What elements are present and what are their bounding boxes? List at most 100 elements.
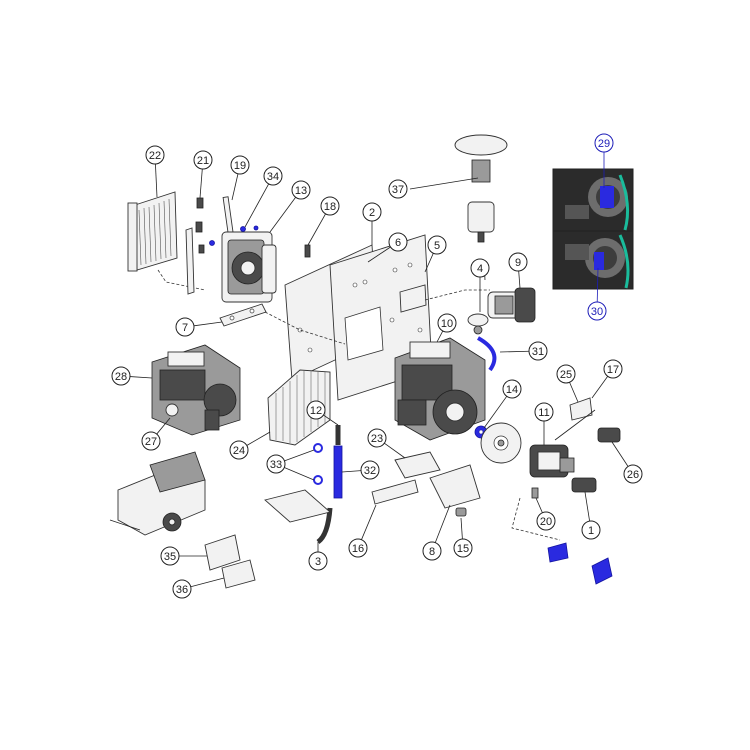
callout-number: 10 [441, 318, 453, 330]
callout-1: 1 [581, 491, 601, 540]
callout-leader [323, 414, 339, 426]
callout-leader [436, 330, 444, 343]
callout-bubble [470, 258, 490, 278]
callout-number: 6 [395, 237, 401, 249]
callout-leader [596, 267, 599, 303]
callout-6: 6 [367, 232, 408, 263]
callout-number: 26 [627, 469, 639, 481]
callout-23: 23 [367, 428, 406, 459]
callout-leader [284, 467, 315, 481]
callout-bubble [528, 341, 548, 361]
callout-number: 35 [164, 551, 176, 563]
callout-number: 22 [149, 150, 161, 162]
callout-26: 26 [611, 441, 643, 484]
bolt-illustration [304, 244, 311, 258]
plate-illustration [221, 559, 256, 589]
callout-number: 32 [364, 465, 376, 477]
callout-2: 2 [362, 202, 382, 245]
callout-leader [535, 497, 543, 513]
fuel-filter-illustration [454, 134, 508, 243]
mount-plate-illustration [569, 397, 593, 421]
blue-hose-illustration [333, 445, 343, 499]
callout-number: 1 [588, 525, 594, 537]
callout-22: 22 [145, 145, 165, 198]
fitting-illustration [531, 487, 539, 499]
callout-leader [244, 183, 270, 228]
callout-bubble [229, 440, 249, 460]
callout-36: 36 [172, 577, 225, 599]
callout-24: 24 [229, 431, 271, 460]
callout-10: 10 [436, 313, 457, 343]
callout-8: 8 [422, 504, 451, 561]
callout-number: 27 [145, 436, 157, 448]
callout-bubble [160, 546, 180, 566]
callout-bubble [508, 252, 528, 272]
callout-bubble [594, 133, 614, 153]
callout-number: 18 [324, 201, 336, 213]
callout-leader [199, 168, 203, 199]
callout-number: 16 [352, 543, 364, 555]
callout-bubble [437, 313, 457, 333]
callout-bubble [556, 364, 576, 384]
callout-number: 20 [540, 516, 552, 528]
callout-20: 20 [535, 497, 556, 531]
callout-number: 8 [429, 546, 435, 558]
callout-37: 37 [388, 179, 408, 199]
callout-leader [569, 382, 579, 403]
callout-leader [269, 197, 296, 233]
callout-bubble [193, 150, 213, 170]
callout-number: 2 [369, 207, 375, 219]
callout-number: 23 [371, 433, 383, 445]
callout-4: 4 [470, 258, 490, 312]
sensor-illustration [597, 427, 621, 443]
callout-bubble [388, 179, 408, 199]
coupling-illustration [571, 477, 597, 493]
engine-right-illustration [394, 337, 486, 441]
bushing-illustration [455, 507, 467, 517]
callout-leader [284, 449, 315, 462]
callout-leader [367, 246, 391, 263]
callout-leader [591, 376, 609, 399]
callout-bubble [603, 359, 623, 379]
callout-number: 14 [506, 384, 518, 396]
callout-leader [155, 163, 158, 198]
callout-bubble [367, 428, 387, 448]
callout-number: 33 [270, 459, 282, 471]
callout-31: 31 [499, 341, 548, 361]
callout-21: 21 [193, 150, 213, 199]
callout-11: 11 [534, 402, 554, 445]
callout-bubble [536, 511, 556, 531]
callout-number: 7 [182, 322, 188, 334]
callout-bubble [230, 155, 250, 175]
engine-left-illustration [151, 344, 241, 436]
callout-29: 29 [594, 133, 614, 188]
callout-bubble [623, 464, 643, 484]
flywheel-illustration [480, 422, 522, 464]
callout-bubble [348, 538, 368, 558]
callout-19: 19 [230, 155, 250, 201]
callout-bubble [263, 166, 283, 186]
callout-30: 30 [587, 267, 607, 321]
callout-15: 15 [453, 517, 473, 558]
callout-leader [460, 517, 463, 540]
callout-number: 19 [234, 160, 246, 172]
air-duct-illustration [267, 369, 331, 446]
callout-bubble [291, 180, 311, 200]
callout-number: 36 [176, 584, 188, 596]
part-drawings [109, 134, 634, 589]
radiator-core-illustration [127, 191, 178, 272]
callout-number: 3 [315, 556, 321, 568]
mounting-bolts-illustration [195, 197, 215, 254]
tube-bracket-illustration [264, 489, 331, 523]
long-bracket-illustration [371, 479, 419, 505]
hose-illustration [476, 336, 497, 372]
callout-leader [307, 213, 326, 246]
callout-34: 34 [244, 166, 283, 228]
callout-14: 14 [483, 379, 522, 429]
callout-7: 7 [175, 317, 223, 337]
callout-bubble [306, 400, 326, 420]
callout-12: 12 [306, 400, 339, 426]
callout-leader [190, 577, 225, 588]
callout-number: 31 [532, 346, 544, 358]
